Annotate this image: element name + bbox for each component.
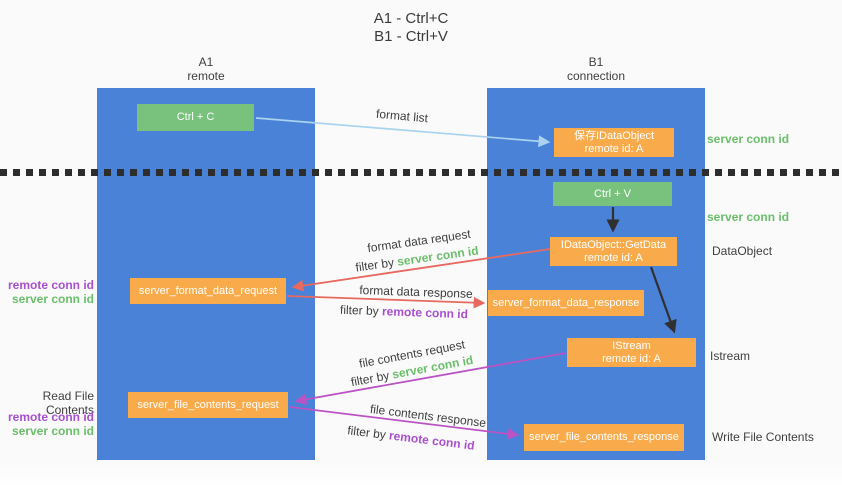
node-ctrl-v: Ctrl + V — [553, 182, 672, 206]
annotation-conn-ids-format: remote conn id server conn id — [0, 278, 94, 306]
arrow-file-contents-request — [294, 352, 567, 406]
format-request-label: server_format_data_request — [138, 284, 278, 297]
filter-prefix: filter by — [339, 302, 383, 319]
lane-header-a1: A1 remote — [97, 55, 315, 83]
file-response-label: server_file_contents_response — [529, 431, 679, 443]
arrow-format-list — [255, 117, 551, 148]
arrow-format-data-response — [286, 295, 486, 309]
annotation-server-conn-id-mid: server conn id — [707, 210, 790, 224]
annotation-server-conn-id-top: server conn id — [707, 132, 790, 146]
lane-a1-name: A1 — [198, 55, 214, 69]
annotation-conn-ids-file: remote conn id server conn id — [0, 410, 94, 438]
arrow-format-data-request — [291, 248, 551, 292]
filter-key-remote-conn-id: remote conn id — [381, 304, 469, 322]
ctrl-v-label: Ctrl + V — [594, 187, 631, 200]
lane-header-b1: B1 connection — [487, 55, 705, 83]
lane-a1-role: remote — [187, 69, 225, 83]
node-istream: IStream remote id: A — [567, 338, 696, 367]
getdata-line1: IDataObject::GetData — [560, 238, 667, 251]
save-idataobject-line1: 保存IDataObject — [573, 129, 655, 142]
ctrl-c-label: Ctrl + C — [176, 111, 215, 123]
title-line-1: A1 - Ctrl+C — [373, 10, 449, 27]
annotation-remote-conn-id-2: remote conn id — [7, 410, 94, 424]
format-response-label: server_format_data_response — [492, 296, 640, 309]
arrow-file-contents-response — [289, 406, 520, 440]
session-divider-dotted-line — [0, 169, 842, 176]
node-save-idataobject: 保存IDataObject remote id: A — [554, 128, 674, 157]
save-idataobject-line2: remote id: A — [584, 142, 644, 155]
annotation-write-file-contents: Write File Contents — [712, 430, 814, 444]
node-ctrl-c: Ctrl + C — [137, 104, 254, 131]
node-server-format-data-request: server_format_data_request — [130, 278, 286, 304]
lane-b1-name: B1 — [588, 55, 604, 69]
annotation-server-conn-id-1: server conn id — [11, 292, 94, 306]
getdata-line2: remote id: A — [584, 251, 643, 264]
lane-b1-role: connection — [566, 69, 626, 83]
annotation-server-conn-id-2: server conn id — [11, 424, 94, 438]
annotation-read-file-contents: Read File Contents — [42, 389, 94, 417]
diagram-title: A1 - Ctrl+C B1 - Ctrl+V — [0, 10, 822, 46]
node-server-format-data-response: server_format_data_response — [488, 290, 644, 316]
istream-line1: IStream — [612, 339, 651, 352]
file-request-label: server_file_contents_request — [137, 398, 279, 411]
istream-line2: remote id: A — [602, 352, 661, 365]
node-server-file-contents-response: server_file_contents_response — [524, 424, 684, 451]
annotation-dataobject: DataObject — [712, 244, 773, 258]
annotation-istream: Istream — [710, 349, 751, 363]
node-idataobject-getdata: IDataObject::GetData remote id: A — [550, 237, 677, 266]
title-line-2: B1 - Ctrl+V — [374, 28, 448, 45]
annotation-remote-conn-id-1: remote conn id — [7, 278, 94, 292]
node-server-file-contents-request: server_file_contents_request — [128, 392, 288, 418]
arrow-getdata-to-istream — [649, 266, 677, 334]
